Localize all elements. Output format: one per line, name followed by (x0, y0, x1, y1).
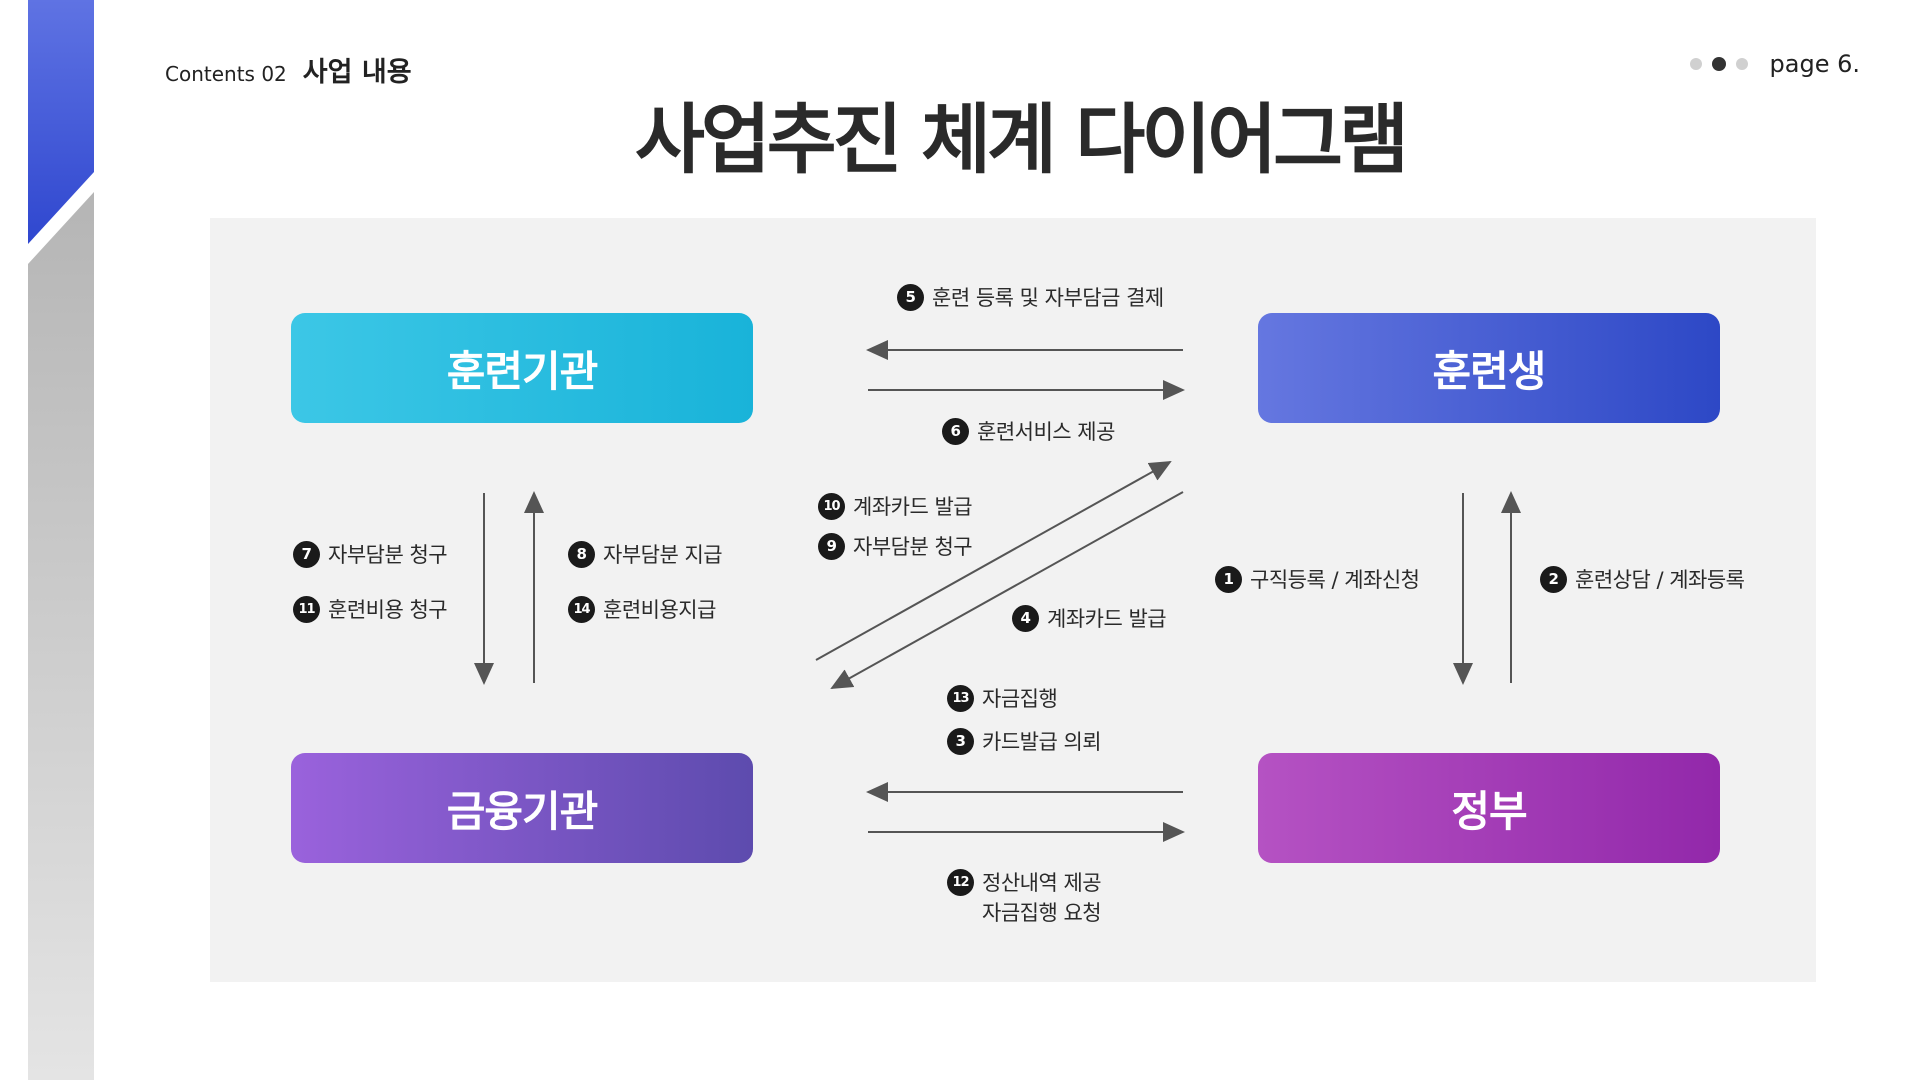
step-text-line-2: 자금집행 요청 (982, 901, 1102, 925)
step-text: 구직등록 / 계좌신청 (1250, 568, 1420, 592)
step-text: 카드발급 의뢰 (982, 730, 1102, 754)
pager-dot-active (1711, 57, 1726, 71)
arrow-financial-to-trainee (815, 461, 1172, 661)
pager-dot (1689, 58, 1702, 70)
page-title: 사업추진 체계 다이어그램 (634, 95, 1409, 184)
step-number-badge: 14 (568, 595, 595, 623)
step-number-badge: 6 (942, 417, 969, 445)
pager-dot (1735, 58, 1748, 70)
step-number-badge: 12 (947, 869, 974, 896)
step-number-badge: 13 (947, 684, 974, 712)
section-title: 사업 내용 (302, 57, 412, 88)
step-label: 7 자부담분 청구 (293, 539, 448, 569)
step-label: 6 훈련서비스 제공 (942, 416, 1115, 446)
contents-label: Contents 02 (165, 62, 287, 86)
step-label: 12 정산내역 제공 자금집행 요청 (947, 868, 1102, 928)
step-label: 5 훈련 등록 및 자부담금 결제 (897, 282, 1164, 312)
page-indicator: page 6. (1689, 50, 1860, 78)
step-label: 14 훈련비용지급 (568, 594, 716, 624)
step-number-badge: 8 (568, 540, 595, 568)
step-label: 2 훈련상담 / 계좌등록 (1540, 564, 1745, 594)
arrow-trainee-to-financial (830, 491, 1184, 689)
step-label: 3 카드발급 의뢰 (947, 726, 1102, 756)
node-training-institution: 훈련기관 (291, 313, 753, 423)
step-text: 정산내역 제공 (982, 871, 1102, 895)
header-breadcrumb: Contents 02 사업 내용 (165, 50, 412, 89)
step-text: 자부담분 청구 (853, 535, 973, 559)
page-label: page 6. (1769, 50, 1860, 78)
step-number-badge: 3 (947, 727, 974, 755)
step-text: 계좌카드 발급 (853, 495, 973, 519)
step-text: 훈련상담 / 계좌등록 (1575, 568, 1745, 592)
step-text: 훈련 등록 및 자부담금 결제 (932, 286, 1164, 310)
step-label: 10 계좌카드 발급 (818, 491, 973, 521)
decorative-stripe (28, 0, 94, 1080)
step-label: 4 계좌카드 발급 (1012, 603, 1167, 633)
node-financial-institution: 금융기관 (291, 753, 753, 863)
node-government: 정부 (1258, 753, 1720, 863)
step-number-badge: 2 (1540, 565, 1567, 593)
node-trainee: 훈련생 (1258, 313, 1720, 423)
step-number-badge: 4 (1012, 604, 1039, 632)
step-label: 8 자부담분 지급 (568, 539, 723, 569)
step-text: 자금집행 (982, 687, 1058, 711)
step-label: 11 훈련비용 청구 (293, 594, 448, 624)
step-text: 자부담분 지급 (603, 543, 723, 567)
step-text: 훈련비용지급 (603, 598, 716, 622)
step-label: 13 자금집행 (947, 683, 1058, 713)
step-number-badge: 1 (1215, 565, 1242, 593)
step-text: 훈련서비스 제공 (977, 420, 1115, 444)
step-number-badge: 10 (818, 492, 845, 520)
step-number-badge: 7 (293, 540, 320, 568)
step-text: 계좌카드 발급 (1047, 607, 1167, 631)
step-number-badge: 11 (293, 595, 320, 623)
step-text: 자부담분 청구 (328, 543, 448, 567)
step-text: 훈련비용 청구 (328, 598, 448, 622)
step-number-badge: 9 (818, 532, 845, 560)
step-label: 9 자부담분 청구 (818, 531, 973, 561)
step-number-badge: 5 (897, 283, 924, 311)
step-label: 1 구직등록 / 계좌신청 (1215, 564, 1420, 594)
